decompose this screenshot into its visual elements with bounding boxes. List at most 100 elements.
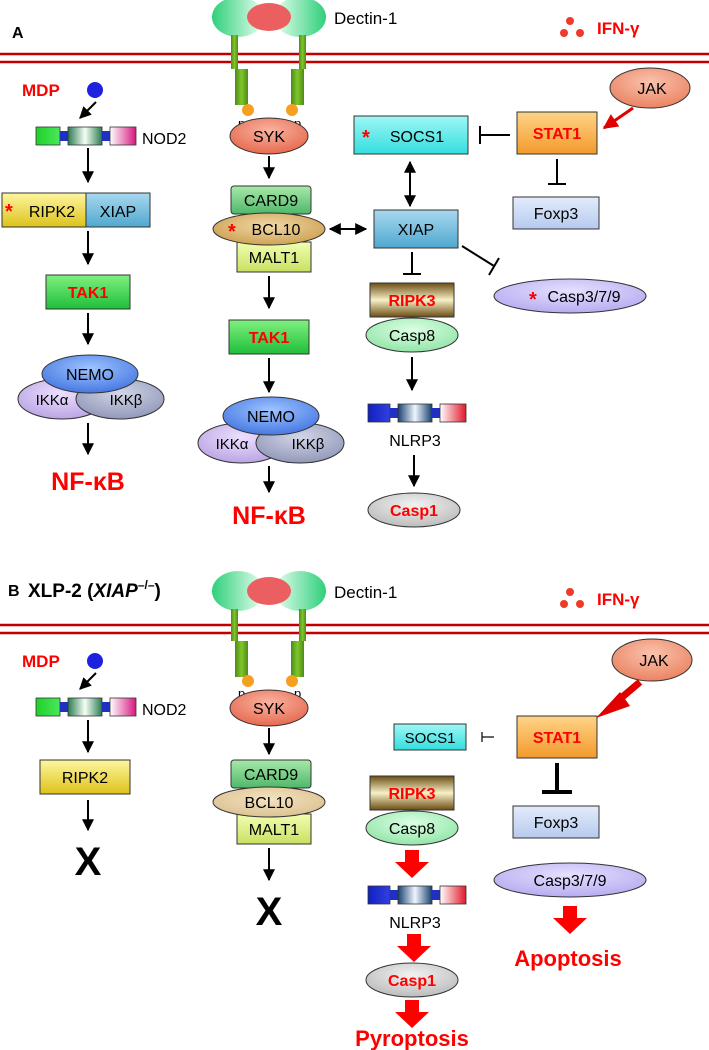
panel-a-label: A — [12, 25, 24, 42]
inhibition-bar — [403, 252, 421, 275]
tak1-box-mid — [228, 319, 310, 355]
casp8-label: Casp8 — [389, 821, 435, 838]
mdp-label: MDP — [22, 81, 60, 100]
nlrp3-receptor — [367, 403, 467, 423]
syk-label: SYK — [253, 701, 285, 718]
ikkb-label: IKKβ — [110, 392, 143, 409]
membrane-a — [0, 52, 709, 64]
red-arrow — [602, 106, 634, 130]
ripk2-box — [1, 192, 87, 228]
apoptosis-label: Apoptosis — [514, 946, 622, 971]
phospho-label: p — [238, 686, 245, 701]
foxp3-label: Foxp3 — [534, 206, 579, 223]
casp379-label: Casp3/7/9 — [534, 873, 607, 890]
dectin1-label: Dectin-1 — [334, 583, 397, 602]
stat1-box — [516, 715, 598, 759]
foxp3-label: Foxp3 — [534, 815, 579, 832]
nemo-node-left — [41, 354, 139, 394]
inhibition-bar — [481, 732, 494, 742]
arrow — [79, 101, 97, 119]
socs1-box — [353, 115, 469, 155]
blocked-x-marker: X — [75, 840, 102, 884]
ikkb-label: IKKβ — [292, 436, 325, 453]
bcl10-node — [212, 786, 326, 818]
red-arrow — [397, 934, 431, 962]
casp8-node — [365, 317, 459, 353]
xiap-box-left — [85, 192, 151, 228]
ifn-gamma-dots-icon — [560, 588, 584, 608]
red-arrow — [596, 679, 643, 718]
ifn-gamma-label: IFN-γ — [597, 590, 640, 609]
casp1-label: Casp1 — [388, 973, 436, 990]
panel-b-label: B — [8, 583, 20, 600]
asterisk-marker: * — [529, 289, 537, 311]
tak1-box-left — [45, 274, 131, 310]
red-arrow — [395, 1000, 429, 1028]
membrane-b — [0, 623, 709, 635]
malt1-label: MALT1 — [249, 822, 299, 839]
socs1-label: SOCS1 — [405, 730, 456, 747]
inhibition-bar — [461, 245, 500, 276]
ripk3-label: RIPK3 — [388, 786, 435, 803]
nod2-label: NOD2 — [142, 131, 187, 148]
mdp-label: MDP — [22, 652, 60, 671]
nemo-label: NEMO — [247, 409, 295, 426]
inhibition-bar — [542, 763, 572, 794]
bcl10-label: BCL10 — [252, 222, 301, 239]
ripk3-box — [369, 282, 455, 318]
ripk2-label: RIPK2 — [29, 204, 75, 221]
casp379-node — [493, 278, 647, 314]
bcl10-label: BCL10 — [245, 795, 294, 812]
ripk2-box — [39, 759, 131, 795]
casp1-node — [367, 492, 461, 528]
jak-label: JAK — [639, 653, 669, 670]
casp1-label: Casp1 — [390, 503, 438, 520]
casp379-node — [493, 862, 647, 898]
panel-b: B XLP-2 (XIAP–/–) p p Dectin-1 IFN-γ — [0, 571, 709, 1050]
xiap-label: XIAP — [398, 222, 434, 239]
asterisk-marker: * — [362, 127, 370, 149]
nlrp3-label: NLRP3 — [389, 433, 441, 450]
ripk3-label: RIPK3 — [388, 293, 435, 310]
stat1-box — [516, 111, 598, 155]
casp8-label: Casp8 — [389, 328, 435, 345]
nfkb-label-mid: NF-κB — [232, 502, 306, 530]
nlrp3-label: NLRP3 — [389, 915, 441, 932]
dectin1-label: Dectin-1 — [334, 9, 397, 28]
ikka-label: IKKα — [36, 392, 69, 409]
panel-b-title: XLP-2 (XIAP–/–) — [28, 578, 161, 602]
inhibition-bar — [548, 159, 566, 185]
jak-node — [611, 638, 693, 682]
asterisk-marker: * — [5, 201, 13, 223]
pyroptosis-label: Pyroptosis — [355, 1026, 469, 1050]
red-arrow — [553, 906, 587, 934]
ripk3-box — [369, 775, 455, 811]
ikka-label: IKKα — [216, 436, 249, 453]
nemo-label: NEMO — [66, 367, 114, 384]
nemo-node-mid — [222, 396, 320, 436]
malt1-box — [236, 813, 312, 845]
nod2-receptor — [35, 126, 137, 146]
mdp-ligand-icon — [87, 82, 103, 98]
casp1-node — [365, 962, 459, 998]
syk-node — [229, 117, 309, 155]
asterisk-marker: * — [228, 221, 236, 243]
nod2-receptor — [35, 697, 137, 717]
nod2-label: NOD2 — [142, 702, 187, 719]
malt1-label: MALT1 — [249, 250, 299, 267]
mdp-ligand-icon — [87, 653, 103, 669]
malt1-box — [236, 241, 312, 273]
tak1-label: TAK1 — [68, 285, 109, 302]
stat1-label: STAT1 — [533, 126, 581, 143]
nfkb-label-left: NF-κB — [51, 468, 125, 496]
card9-label: CARD9 — [244, 767, 298, 784]
ripk2-label: RIPK2 — [62, 770, 108, 787]
bcl10-node — [212, 212, 326, 246]
tak1-label: TAK1 — [249, 330, 290, 347]
casp379-label: Casp3/7/9 — [548, 289, 621, 306]
ifn-gamma-dots-icon — [560, 17, 584, 37]
nlrp3-receptor — [367, 885, 467, 905]
dectin1-receptor-a — [212, 0, 326, 116]
socs1-label: SOCS1 — [390, 129, 444, 146]
syk-node — [229, 689, 309, 727]
